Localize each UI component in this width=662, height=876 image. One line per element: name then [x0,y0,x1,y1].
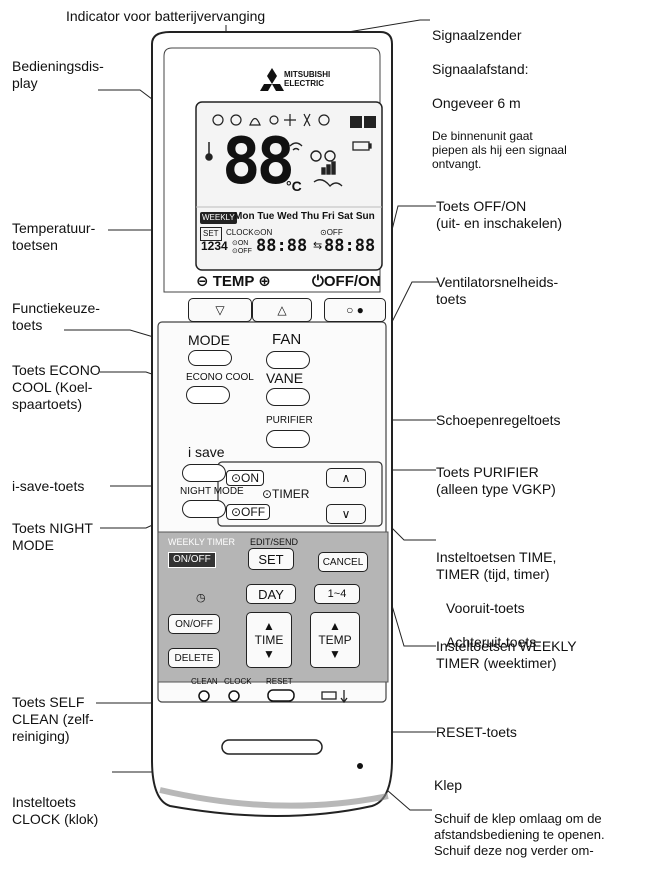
vane-label: VANE [266,370,304,386]
display-temperature: 88 [222,125,295,199]
cancel-button[interactable]: CANCEL [318,552,368,572]
label-temperature-keys: Temperatuur- toetsen [12,220,96,253]
temp-keys-label: ⊖ TEMP ⊕ [196,273,271,290]
label-clock-key: Insteltoets CLOCK (klok) [12,794,99,827]
timer-on-button[interactable]: ⊙ON [226,470,265,486]
vane-button[interactable] [266,388,310,406]
label-purifier-key: Toets PURIFIER (alleen type VGKP) [436,464,556,497]
battery-icon [352,141,372,151]
time-keys-text: Insteltoetsen TIME, TIMER (tijd, timer) [436,549,557,582]
econo-label: ECONO COOL [186,372,254,383]
label-cover: Klep Schuif de klep omlaag om de afstand… [434,760,605,876]
timer-down-button[interactable]: ∨ [326,504,366,524]
reset-button [267,689,295,702]
reset-label: RESET [266,677,293,686]
time-down-icon: ▼ [263,647,275,661]
timer-up-button[interactable]: ∧ [326,468,366,488]
label-time-keys: Insteltoetsen TIME, TIMER (tijd, timer) … [436,532,556,668]
label-isave-key: i-save-toets [12,478,85,494]
weekly-timer-label: WEEKLY TIMER [168,537,236,547]
label-weekly-keys: Insteltoetsen WEEKLY TIMER (weektimer) [436,638,577,671]
off-small-text: ⊙OFF [320,228,343,237]
icon-badges [350,116,376,128]
clock-symbol: ◷ [196,592,206,604]
timer-label: ⊙TIMER [262,487,310,501]
label-battery-indicator: Indicator voor batterijvervanging [66,8,266,24]
nightmode-label: NIGHT MODE [180,486,244,497]
edit-send-label: EDIT/SEND [250,537,299,547]
display-arrow: ⇆ [313,240,323,252]
clean-button [198,690,210,702]
label-self-clean-key: Toets SELF CLEAN (zelf- reiniging) [12,694,94,744]
transmitter-value: Ongeveer 6 m [432,95,521,111]
cover-text: Schuif de klep omlaag om de afstandsbedi… [434,811,605,858]
brand-line1: MITSUBISHI [284,70,331,79]
brand-line2: ELECTRIC [284,79,324,88]
temp-up-icon: ▲ [329,619,341,633]
econo-cool-button[interactable] [186,386,230,404]
label-display: Bedieningsdis- play [12,58,104,91]
offon-keys-label: ⏻OFF/ON [312,273,381,290]
label-fan-speed-key: Ventilatorsnelheids- toets [436,274,559,307]
set-button[interactable]: SET [248,548,294,570]
label-reset-key: RESET-toets [436,724,517,740]
one-four-button[interactable]: 1~4 [314,584,360,604]
isave-label: i save [188,444,225,460]
transmitter-note: De binnenunit gaat piepen als hij een si… [432,129,567,171]
temp-up-button[interactable]: △ [252,298,312,322]
display-time-right: 88:88 [324,236,376,256]
transmitter-distance: Signaalafstand: [432,61,529,77]
label-econo-key: Toets ECONO COOL (Koel- spaartoets) [12,362,101,412]
time-up-icon: ▲ [263,619,275,633]
program-digits: 1234 [201,239,228,253]
temp-weekly-button[interactable]: ▲ TEMP ▼ [310,612,360,668]
purifier-button[interactable] [266,430,310,448]
clock-label: CLOCK [224,677,252,686]
clock-button [228,690,240,702]
temp-down-icon: ▼ [329,647,341,661]
forward-text: Vooruit-toets [446,600,525,616]
off-small-text-2: ⊙OFF [232,248,252,255]
cover-title: Klep [434,777,463,793]
weekly-onoff2-button[interactable]: ON/OFF [168,614,220,634]
weekly-badge: WEEKLY [200,212,237,224]
purifier-label: PURIFIER [266,415,313,426]
clean-label: CLEAN [191,677,218,686]
timer-off-button[interactable]: ⊙OFF [226,504,271,520]
delete-button[interactable]: DELETE [168,648,220,668]
fan-button[interactable] [266,351,310,369]
clock-on-text: CLOCK⊙ON [226,228,273,237]
display-days: Mon Tue Wed Thu Fri Sat Sun [234,211,375,222]
backward-text: Achteruit-toets [446,634,537,650]
label-night-key: Toets NIGHT MODE [12,520,93,553]
transmitter-title: Signaalzender [432,27,522,43]
weekly-onoff-button[interactable]: ON/OFF [168,552,216,568]
mode-label: MODE [188,332,230,348]
label-offon-key: Toets OFF/ON (uit- en inschakelen) [436,198,563,231]
offon-button[interactable]: ○ ● [324,298,386,322]
time-label: TIME [254,633,284,647]
day-button[interactable]: DAY [246,584,296,604]
brand-text: MITSUBISHI ELECTRIC [284,70,330,88]
display-unit: °C [286,178,302,194]
display-time-left: 88:88 [256,236,308,256]
label-function-key: Functiekeuze- toets [12,300,100,333]
on-small-text: ⊙ON [232,240,249,247]
temp-down-button[interactable]: ▽ [188,298,252,322]
nightmode-button[interactable] [182,500,226,518]
fan-label: FAN [272,331,302,348]
temp-label: TEMP [318,633,352,647]
time-button[interactable]: ▲ TIME ▼ [246,612,292,668]
label-transmitter: Signaalzender Signaalafstand: Ongeveer 6… [432,10,567,188]
fan-speed-icons [289,142,343,188]
isave-button[interactable] [182,464,226,482]
cover-dot [357,763,363,769]
label-vane-key: Schoepenregeltoets [436,412,561,428]
mode-button[interactable] [188,350,232,366]
cover-slot [221,739,323,755]
